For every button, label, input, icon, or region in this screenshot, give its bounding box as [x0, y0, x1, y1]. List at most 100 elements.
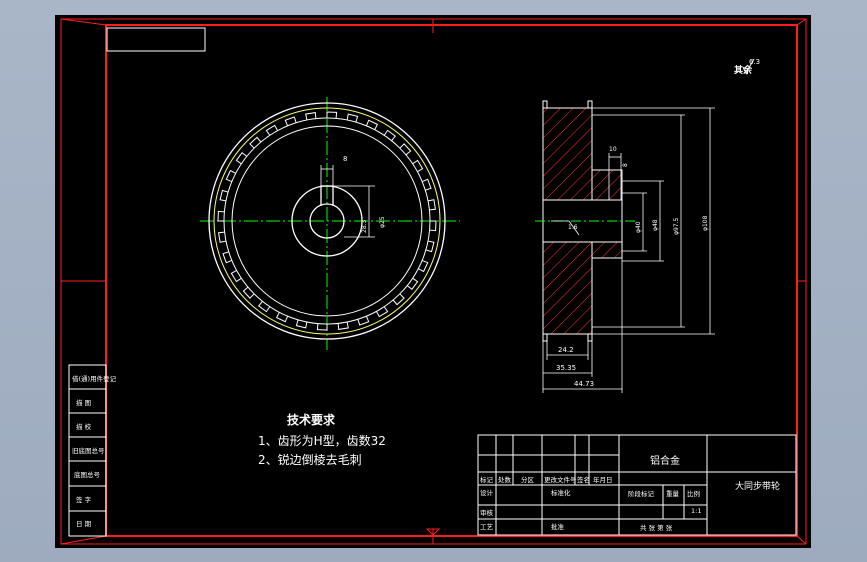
section-view: 24.2 35.35 44.73 φ40 φ48 φ97.5 φ108 10 8… [535, 100, 715, 393]
tooth [412, 159, 424, 173]
tooth [418, 259, 429, 273]
tooth [375, 306, 389, 318]
code-box [106, 27, 206, 52]
rim-section-bottom [542, 241, 593, 335]
dim-key: 8 [622, 163, 629, 167]
side-label-4: 旧底图总号 [72, 446, 105, 455]
tb-mark: 标记 [480, 475, 494, 484]
tooth [383, 129, 397, 142]
bore-dia-dim: φ25 [379, 216, 386, 228]
tb-process: 工艺 [480, 523, 494, 531]
tooth [222, 251, 232, 264]
rim-section-top [542, 107, 593, 201]
tb-count: 处数 [498, 475, 512, 484]
tooth [357, 316, 370, 326]
dim-pitch: φ97.5 [673, 218, 680, 236]
tooth [265, 124, 279, 136]
tb-zone: 分区 [521, 475, 535, 484]
tooth [242, 286, 255, 299]
tb-standard: 标准化 [551, 488, 571, 497]
dim-10: 10 [609, 146, 617, 153]
tooth [427, 199, 436, 211]
tooth [230, 269, 242, 283]
tooth [305, 112, 317, 121]
tooth [326, 111, 338, 119]
inner-frame-border [105, 24, 798, 537]
tooth [422, 178, 432, 191]
side-strip [68, 364, 107, 537]
tooth [365, 119, 379, 130]
tb-scale-value: 1:1 [691, 507, 701, 515]
side-label-6: 签 字 [76, 495, 92, 504]
keyway [320, 185, 334, 206]
tooth [235, 151, 248, 165]
tb-stage: 阶段标记 [628, 489, 655, 498]
front-view: 8 28.3 φ25 [200, 97, 460, 350]
keyway-depth-dim: 28.3 [361, 219, 368, 233]
dim-groove-width: 24.2 [558, 346, 574, 354]
web-circle [231, 125, 423, 317]
fillet-label: 1.6 [568, 224, 578, 231]
material-label: 铝合金 [650, 454, 680, 467]
section-dimensions [542, 107, 715, 393]
tooth [346, 113, 359, 123]
bore-circle [309, 203, 345, 239]
tooth [425, 240, 435, 253]
hub-section [591, 169, 623, 201]
dim-total-width: 44.73 [574, 380, 594, 388]
tooth [225, 169, 236, 183]
tooth-ring [217, 111, 437, 331]
outer-sheet-border [60, 18, 807, 545]
side-strip-labels: 借(通)用件登记 描 图 描 校 旧底图总号 底图总号 签 字 日 期 [72, 374, 117, 528]
tooth [337, 321, 349, 330]
tooth [406, 277, 419, 291]
keyway-dimension [320, 165, 375, 238]
title-block [477, 434, 797, 536]
side-label-1: 借(通)用件登记 [72, 374, 117, 383]
tb-change-doc: 更改文件号 [544, 475, 577, 484]
side-label-5: 底图总号 [74, 470, 101, 479]
tooth [399, 143, 412, 156]
tb-sheets: 共 张 第 张 [640, 523, 673, 532]
roughness-value: 6.3 [749, 58, 760, 66]
dim-hub-1: φ40 [635, 221, 642, 233]
tooth [284, 116, 297, 126]
tech-item-1: 1、齿形为H型，齿数32 [258, 433, 386, 448]
tb-approve: 批准 [551, 522, 565, 531]
side-label-7: 日 期 [76, 520, 92, 528]
roughness-symbol: 其余 6.3 [734, 58, 760, 76]
tooth [295, 319, 308, 329]
tb-signature: 签名 [577, 475, 590, 484]
tb-date: 年月日 [593, 475, 613, 484]
tb-check: 审核 [480, 508, 494, 517]
hub-section-lower [591, 241, 623, 259]
tooth [316, 323, 328, 331]
cad-viewport[interactable]: 其余 6.3 8 28.3 φ25 [55, 15, 811, 548]
tip-circle [213, 107, 441, 335]
tooth [219, 189, 229, 202]
tb-design: 设计 [480, 488, 494, 497]
dim-hub-2: φ48 [652, 219, 659, 231]
tooth [429, 220, 437, 232]
tb-scale-label: 比例 [687, 489, 700, 498]
dim-rim-width: 35.35 [556, 364, 576, 372]
keyway-width-dim: 8 [343, 155, 347, 163]
tooth [275, 312, 289, 323]
tech-requirements: 技术要求 1、齿形为H型，齿数32 2、锐边倒棱去毛刺 [258, 412, 386, 467]
title-block-text: 标记 处数 分区 更改文件号 签名 年月日 设计 标准化 审核 工艺 批准 阶段… [480, 475, 701, 532]
tooth [217, 210, 225, 222]
side-label-3: 描 校 [76, 422, 92, 431]
tech-heading: 技术要求 [287, 412, 336, 427]
tooth [392, 293, 405, 306]
tooth [249, 136, 262, 149]
outer-circle [208, 102, 446, 340]
side-label-2: 描 图 [76, 398, 91, 407]
tooth [218, 231, 227, 243]
centering-marks [60, 18, 807, 545]
dim-tip: φ108 [702, 215, 709, 231]
roughness-label: 其余 [734, 64, 753, 76]
part-title: 大同步带轮 [735, 480, 780, 492]
tooth [257, 300, 271, 313]
tech-item-2: 2、锐边倒棱去毛刺 [258, 452, 362, 467]
tb-weight: 重量 [666, 490, 680, 498]
